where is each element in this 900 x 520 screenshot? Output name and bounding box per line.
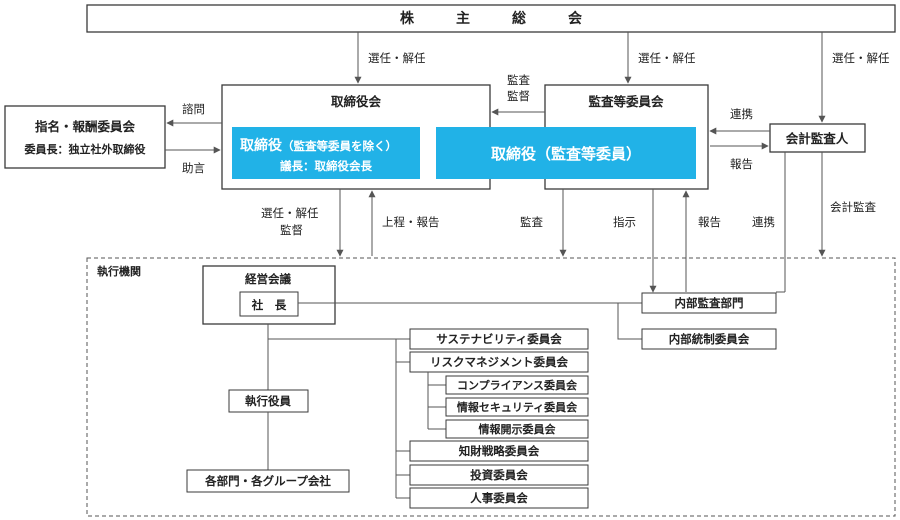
committee-box-hr — [409, 487, 589, 509]
president-label: 社 長 — [251, 298, 287, 312]
committee-investment: 投資委員会 — [470, 468, 528, 482]
committee-box-investment — [409, 464, 589, 486]
nomination-committee-box — [4, 105, 166, 169]
director-label: 取締役 — [240, 137, 283, 154]
auditor-label: 会計監査人 — [786, 131, 849, 146]
officers-label: 執行役員 — [245, 394, 291, 408]
audit-member-box — [436, 127, 696, 179]
exec-org-container — [86, 257, 896, 517]
label-elect-audit: 選任・解任 — [638, 51, 696, 65]
internal-audit-box — [641, 292, 777, 314]
label-report-audit: 報告 — [698, 215, 721, 229]
internal-audit-label: 内部監査部門 — [675, 296, 744, 310]
sub-infosec: 情報セキュリティ委員会 — [457, 400, 578, 414]
line-internal-control — [617, 303, 642, 340]
auditor-box — [769, 123, 866, 153]
committee-box-ip — [409, 440, 589, 462]
board-title: 取締役会 — [331, 94, 382, 109]
director-note: （監査等委員を除く） — [282, 139, 397, 153]
departments-box — [186, 469, 350, 493]
label-cooperate-internal: 連携 — [752, 215, 775, 229]
sub-box-disclosure — [445, 419, 589, 439]
committee-box-risk — [409, 351, 589, 373]
sub-box-infosec — [445, 397, 589, 417]
label-audit-exec: 監査 — [520, 215, 543, 229]
label-cooperate: 連携 — [730, 107, 753, 121]
exec-org-title: 執行機関 — [97, 264, 141, 278]
committee-ip: 知財戦略委員会 — [458, 444, 540, 458]
label-supervise: 監督 — [507, 89, 530, 103]
president-box — [239, 291, 299, 317]
label-advise: 助言 — [182, 161, 205, 175]
sub-disclosure: 情報開示委員会 — [479, 422, 557, 436]
director-excl-box — [232, 127, 420, 179]
label-audit: 監査 — [507, 73, 530, 87]
audit-committee-title: 監査等委員会 — [588, 94, 664, 109]
board-chair: 議長：取締役会長 — [280, 159, 372, 173]
committee-risk: リスクマネジメント委員会 — [430, 355, 568, 369]
internal-control-label: 内部統制委員会 — [669, 332, 750, 346]
label-report-auditor: 報告 — [730, 157, 753, 171]
committee-sustainability: サステナビリティ委員会 — [436, 332, 562, 346]
label-consult: 諮問 — [182, 102, 205, 116]
sub-box-compliance — [445, 375, 589, 395]
nomination-title: 指名・報酬委員会 — [35, 119, 136, 134]
departments-label: 各部門・各グループ会社 — [204, 474, 331, 488]
label-submit-report: 上程・報告 — [382, 215, 440, 229]
shareholders-meeting-box — [86, 4, 896, 33]
director-excl-label: 取締役（監査等委員を除く） — [240, 137, 397, 154]
label-elect-board: 選任・解任 — [368, 51, 426, 65]
label-accounting-audit: 会計監査 — [830, 200, 876, 214]
mgmt-meeting-label: 経営会議 — [245, 272, 291, 286]
nomination-chair: 委員長：独立社外取締役 — [24, 142, 146, 156]
label-elect-auditor: 選任・解任 — [832, 51, 890, 65]
label-supervise-exec: 監督 — [280, 223, 303, 237]
internal-control-box — [641, 328, 777, 350]
audit-member-label: 取締役（監査等委員） — [491, 145, 641, 163]
label-elect-exec: 選任・解任 — [261, 206, 319, 220]
shareholders-meeting-label: 株 主 総 会 — [400, 10, 583, 27]
sub-compliance: コンプライアンス委員会 — [457, 378, 578, 392]
label-instruct: 指示 — [613, 215, 636, 229]
committee-hr: 人事委員会 — [470, 491, 528, 505]
committee-box-sustainability — [409, 328, 589, 350]
